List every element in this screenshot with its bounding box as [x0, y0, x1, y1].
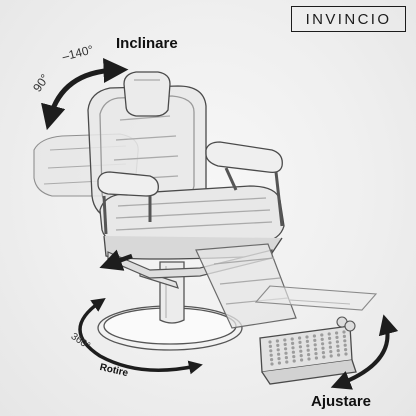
footrest-dimple — [337, 353, 341, 357]
footrest-dimple — [276, 348, 280, 352]
footrest-dimple — [285, 360, 289, 364]
footrest-dimple — [277, 357, 281, 361]
footrest-dimple — [343, 339, 347, 343]
footrest-dimple — [292, 355, 296, 359]
footrest-dimple — [299, 349, 303, 353]
footrest-dimple — [320, 333, 324, 337]
footrest-dimple — [270, 358, 274, 362]
incline-label: Inclinare — [116, 35, 178, 52]
footrest-dimple — [269, 349, 273, 353]
footrest-dimple — [336, 349, 340, 353]
footrest-ghost — [254, 285, 378, 311]
footrest-dimple — [290, 337, 294, 341]
footrest-dimple — [335, 335, 339, 339]
footrest-dimple — [342, 330, 346, 334]
footrest-dimple — [327, 332, 331, 336]
footrest-dimple — [277, 352, 281, 356]
footrest-dimple — [291, 350, 295, 354]
footrest-dimple — [321, 351, 325, 355]
footrest-adjust-arrow — [330, 314, 399, 390]
footrest-dimple — [307, 357, 311, 361]
footrest-dimple — [284, 347, 288, 351]
footrest-dimple — [275, 339, 279, 343]
adjust-label: Ajustare — [311, 393, 372, 410]
footrest-dimple — [268, 340, 272, 344]
footrest-dimple — [298, 345, 302, 349]
footrest-dimple — [321, 342, 325, 346]
footrest-dimple — [322, 355, 326, 359]
footrest-dimple — [299, 354, 303, 358]
footrest-dimple — [269, 353, 273, 357]
footrest-dimple — [314, 352, 318, 356]
footrest-dimple — [328, 341, 332, 345]
footrest-dimple — [335, 331, 339, 335]
footrest-dimple — [313, 343, 317, 347]
rotation-arrow — [78, 297, 203, 375]
legrest — [195, 243, 297, 329]
headrest — [123, 71, 171, 117]
footrest-dimple — [314, 347, 318, 351]
armrest-left — [97, 171, 159, 235]
footrest-dimple — [298, 340, 302, 344]
footrest-dimple — [305, 339, 309, 343]
footrest-dimple — [343, 343, 347, 347]
footrest-dimple — [344, 348, 348, 352]
footrest-dimple — [306, 344, 310, 348]
footrest-dimple — [277, 361, 281, 365]
brand-logo: INVINCIO — [291, 6, 406, 32]
footrest-dimple — [298, 336, 302, 340]
footrest-dimple — [291, 341, 295, 345]
footrest-dimple — [270, 362, 274, 366]
footrest-dimple — [268, 344, 272, 348]
footrest-dimple — [283, 338, 287, 342]
footrest-dimple — [336, 344, 340, 348]
footrest-dimple — [344, 352, 348, 356]
footrest-dimple — [307, 353, 311, 357]
footrest-dimple — [320, 337, 324, 341]
footrest-dimple — [329, 354, 333, 358]
footrest-dimple — [321, 346, 325, 350]
armrest-right — [205, 141, 284, 227]
footrest-dimple — [312, 334, 316, 338]
footrest-dimple — [328, 345, 332, 349]
footrest-dimple — [284, 351, 288, 355]
height-adjust-arrow — [99, 249, 133, 271]
footrest-dimple — [276, 343, 280, 347]
footrest-dimple — [314, 356, 318, 360]
footrest-dimple — [342, 334, 346, 338]
footrest-dimple — [292, 359, 296, 363]
footrest-dimple — [300, 358, 304, 362]
footrest-dimple — [313, 338, 317, 342]
footrest-dimple — [284, 356, 288, 360]
footrest-dimple — [283, 342, 287, 346]
footrest-dimple — [335, 340, 339, 344]
footrest-dimple — [329, 350, 333, 354]
footrest-dimple — [306, 348, 310, 352]
footrest-dimple — [291, 346, 295, 350]
footrest-dimple — [328, 336, 332, 340]
footrest-dimple — [305, 335, 309, 339]
incline-arrow — [41, 57, 129, 131]
